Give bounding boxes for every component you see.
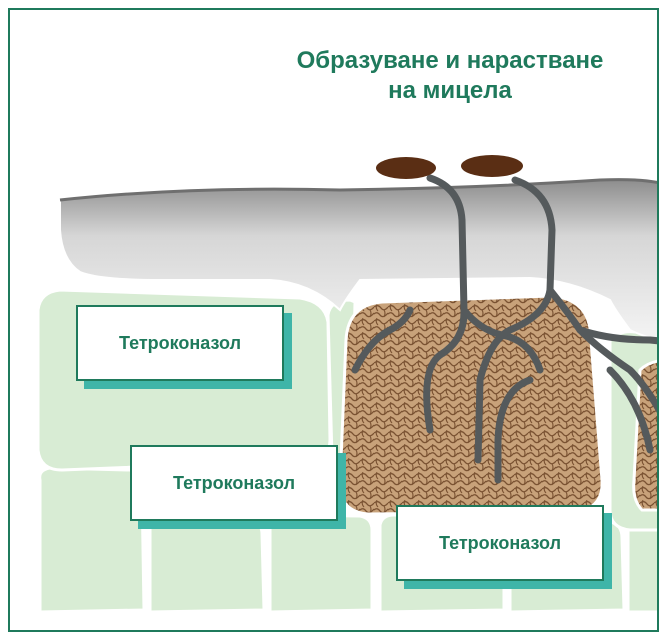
fungicide-label: Тетроконазол xyxy=(130,445,338,521)
title-line-1: Образуване и нарастване xyxy=(250,46,650,76)
spore xyxy=(376,157,436,179)
infected-cell-mycelium xyxy=(340,296,602,514)
plant-cell xyxy=(628,530,657,612)
spore xyxy=(461,155,523,177)
diagram-title: Образуване и нарастване на мицела xyxy=(250,46,650,106)
fungicide-label: Тетроконазол xyxy=(76,305,284,381)
plant-cell xyxy=(40,468,144,612)
title-line-2: на мицела xyxy=(250,76,650,106)
plant-cell xyxy=(150,518,264,612)
fungicide-label: Тетроконазол xyxy=(396,505,604,581)
plant-cell xyxy=(270,515,372,612)
diagram-frame: Образуване и нарастване на мицела Тетрок… xyxy=(8,8,659,632)
